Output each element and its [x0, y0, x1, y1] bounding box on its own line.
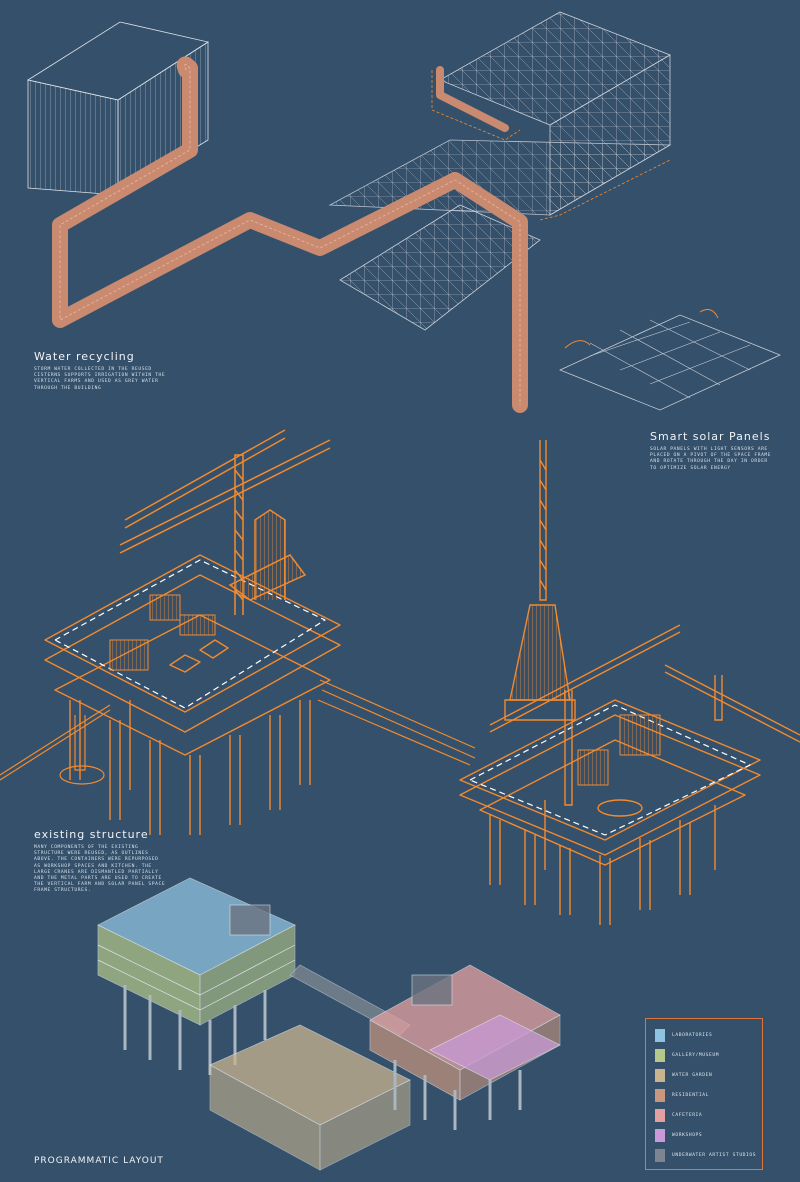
text-line: above. The containers were repurposed: [34, 857, 159, 863]
water-recycling-caption: Water recycling Storm water collected in…: [34, 350, 204, 392]
legend-item-laboratories: Laboratories: [655, 1029, 760, 1043]
water-recycling-body: Storm water collected in the reused cist…: [34, 367, 204, 392]
text-line: vertical farms and used as grey water: [34, 379, 159, 385]
text-line: large cranes are dismantled partially: [34, 869, 159, 875]
platform-right: [459, 699, 761, 925]
legend-label: Cafeteria: [672, 1113, 703, 1118]
programmatic-layout-title: PROGRAMMATIC LAYOUT: [34, 1156, 164, 1166]
legend-label: Gallery/Museum: [672, 1053, 720, 1058]
legend-item-workshops: Workshops: [655, 1129, 760, 1143]
legend-item-residential: Residential: [655, 1089, 760, 1103]
crane-right: [489, 624, 800, 806]
platform-left: [44, 554, 341, 835]
solar-panels-title: Smart solar Panels: [650, 430, 771, 443]
water-pipe: [52, 56, 528, 413]
program-right-block: [369, 964, 561, 1130]
legend-label: Laboratories: [672, 1033, 713, 1038]
existing-structure-caption: existing structure Many components of th…: [34, 828, 204, 895]
text-line: Solar panels with light sensors are: [650, 447, 768, 452]
text-line: the vertical farm and solar panel space: [34, 882, 166, 888]
legend-swatch: [655, 1069, 665, 1082]
program-water-garden: [209, 1024, 411, 1171]
legend-label: Underwater artist studios: [672, 1153, 757, 1158]
water-recycling-title: Water recycling: [34, 350, 135, 363]
crane-left: [119, 429, 331, 615]
legend-label: Residential: [672, 1093, 710, 1098]
legend-swatch: [655, 1089, 665, 1102]
crane-side-left: [0, 704, 111, 785]
legend-item-artist-studios: Underwater artist studios: [655, 1149, 760, 1163]
legend-swatch: [655, 1049, 665, 1062]
drill-tower-right: [504, 440, 576, 721]
program-left-block: [97, 877, 296, 1075]
text-line: and rotate through the day in order: [650, 459, 768, 465]
solar-panels-caption: Smart solar Panels Solar panels with lig…: [650, 430, 790, 472]
program-legend: Laboratories Gallery/Museum Water garden…: [645, 1018, 763, 1170]
legend-item-cafeteria: Cafeteria: [655, 1109, 760, 1123]
solar-panels-body: Solar panels with light sensors are plac…: [650, 447, 790, 472]
legend-swatch: [655, 1129, 665, 1142]
text-line: structure were reused, as outlines: [34, 851, 149, 857]
text-line: Storm water collected in the reused: [34, 367, 152, 372]
solar-panel-frame: [558, 309, 782, 411]
legend-label: Workshops: [672, 1133, 703, 1138]
text-line: to optimize solar energy: [650, 465, 731, 471]
space-frame-upper: [328, 11, 672, 331]
text-line: frame structures.: [34, 888, 92, 894]
legend-swatch: [655, 1109, 665, 1122]
legend-item-gallery: Gallery/Museum: [655, 1049, 760, 1063]
legend-swatch: [655, 1029, 665, 1042]
legend-swatch: [655, 1149, 665, 1162]
legend-label: Water garden: [672, 1073, 713, 1078]
text-line: as workshop spaces and kitchen. The: [34, 863, 152, 869]
legend-item-water-garden: Water garden: [655, 1069, 760, 1083]
text-line: cisterns supports irrigation within the: [34, 373, 166, 379]
text-line: through the building: [34, 385, 102, 391]
existing-structure-body: Many components of the existing structur…: [34, 845, 204, 895]
existing-structure-title: existing structure: [34, 828, 149, 841]
water-cistern-wireframe: [26, 21, 210, 196]
text-line: placed on a pivot of the space frame: [650, 453, 772, 459]
text-line: Many components of the existing: [34, 845, 139, 850]
text-line: and the metal parts are used to create: [34, 876, 162, 882]
bridge: [317, 679, 476, 766]
